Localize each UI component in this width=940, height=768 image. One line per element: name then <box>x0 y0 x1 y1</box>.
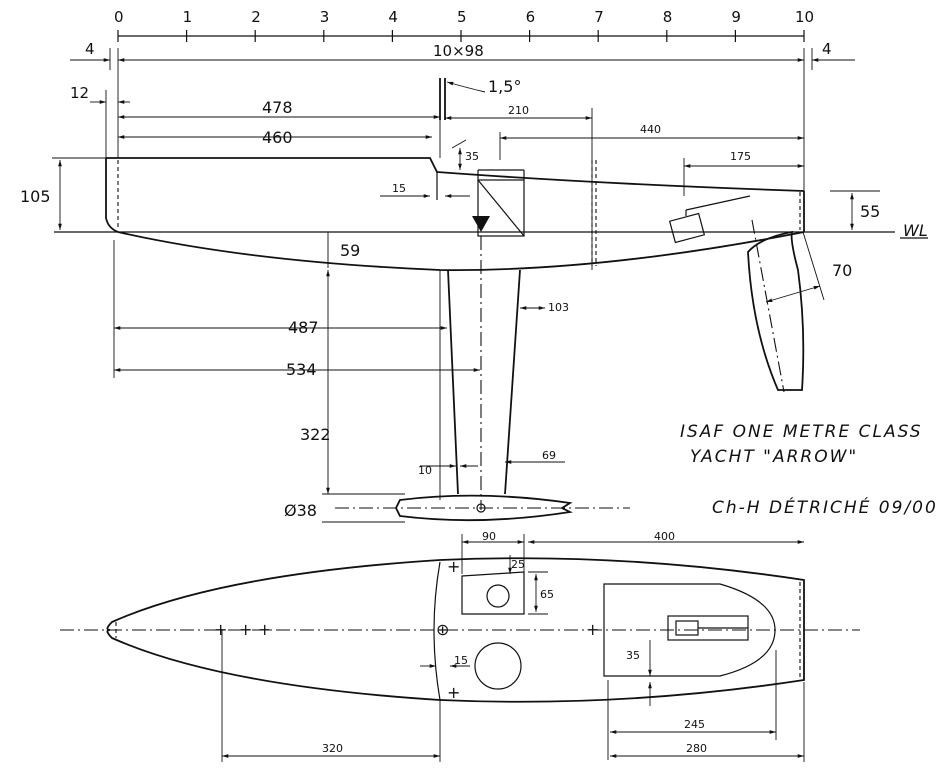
dim-534-label: 534 <box>286 360 317 379</box>
overhang-right-label: 4 <box>822 40 832 58</box>
dim-69-label: 69 <box>542 449 556 462</box>
crosshair-3: ⊕ <box>436 620 449 639</box>
ruler-label: 1 <box>183 8 193 26</box>
dim-175-label: 175 <box>730 150 751 163</box>
deck-plan: + + ⊕ + + + + <box>60 557 860 703</box>
ruler-label: 0 <box>114 8 124 26</box>
ruler-label: 4 <box>388 8 398 26</box>
side-profile: 35 15 <box>105 139 805 271</box>
dim-70-label: 70 <box>832 261 852 280</box>
dim-15-mast-label: 15 <box>392 182 406 195</box>
ruler-label: 5 <box>457 8 467 26</box>
dim-25-label: 25 <box>511 558 525 571</box>
ruler-label: 2 <box>251 8 261 26</box>
dim-322-label: 322 <box>300 425 331 444</box>
dim-103-label: 103 <box>548 301 569 314</box>
bulb-diameter-label: Ø38 <box>284 501 317 520</box>
top-dimensions: 12 478 460 210 440 175 <box>70 84 804 270</box>
station-spacing-label: 10×98 <box>433 42 484 60</box>
crosshair-4: + <box>214 620 227 639</box>
crosshair-6: + <box>258 620 271 639</box>
ruler-label: 6 <box>526 8 536 26</box>
dim-35-deck-label: 35 <box>626 649 640 662</box>
dim-10-label: 10 <box>418 464 432 477</box>
dim-35-mast-label: 35 <box>465 150 479 163</box>
dim-400-label: 400 <box>654 530 675 543</box>
station-ruler: 0 1 2 3 4 5 6 7 8 9 10 <box>114 8 814 42</box>
mast-angle-label: 1,5° <box>488 77 521 96</box>
dim-65-label: 65 <box>540 588 554 601</box>
dim-478-label: 478 <box>262 98 293 117</box>
dim-12-label: 12 <box>70 84 89 102</box>
crosshair-2: + <box>447 683 460 702</box>
overall-dimension-row: 4 10×98 4 <box>70 40 855 70</box>
dim-460-label: 460 <box>262 128 293 147</box>
ruler-label: 3 <box>320 8 330 26</box>
dim-210-label: 210 <box>508 104 529 117</box>
dim-440-label: 440 <box>640 123 661 136</box>
dim-105-label: 105 <box>20 187 51 206</box>
mast-angle-marker: 1,5° <box>439 77 521 120</box>
overhang-left-label: 4 <box>85 40 95 58</box>
deck-plan-dims: 90 400 25 65 15 35 245 320 280 <box>221 530 805 762</box>
author-date: Ch-H DÉTRICHÉ 09/00 <box>712 496 938 518</box>
ruler-label: 8 <box>663 8 673 26</box>
ruler-label: 10 <box>795 8 814 26</box>
ruler-label: 9 <box>731 8 741 26</box>
waterline-label: WL <box>903 221 928 240</box>
left-height-dims: 105 55 <box>20 157 880 230</box>
dim-245-label: 245 <box>684 718 705 731</box>
title-line-2: YACHT "ARROW" <box>690 447 858 467</box>
dim-90-label: 90 <box>482 530 496 543</box>
rudder: 70 <box>747 219 852 393</box>
dim-320-label: 320 <box>322 742 343 755</box>
dim-280-label: 280 <box>686 742 707 755</box>
ballast-bulb: Ø38 <box>284 493 630 523</box>
title-line-1: ISAF ONE METRE CLASS <box>680 422 923 442</box>
crosshair-7: + <box>586 620 599 639</box>
title-block: ISAF ONE METRE CLASS YACHT "ARROW" Ch-H … <box>680 422 938 518</box>
keel-dims: 59 322 487 534 <box>113 232 480 494</box>
waterline: WL <box>54 221 928 240</box>
dim-55-label: 55 <box>860 202 880 221</box>
dim-487-label: 487 <box>288 318 319 337</box>
crosshair-1: + <box>447 557 460 576</box>
dim-15-deck-label: 15 <box>454 654 468 667</box>
dim-59-label: 59 <box>340 241 360 260</box>
crosshair-5: + <box>239 620 252 639</box>
ruler-label: 7 <box>594 8 604 26</box>
fin-keel: 103 10 69 <box>418 236 569 510</box>
